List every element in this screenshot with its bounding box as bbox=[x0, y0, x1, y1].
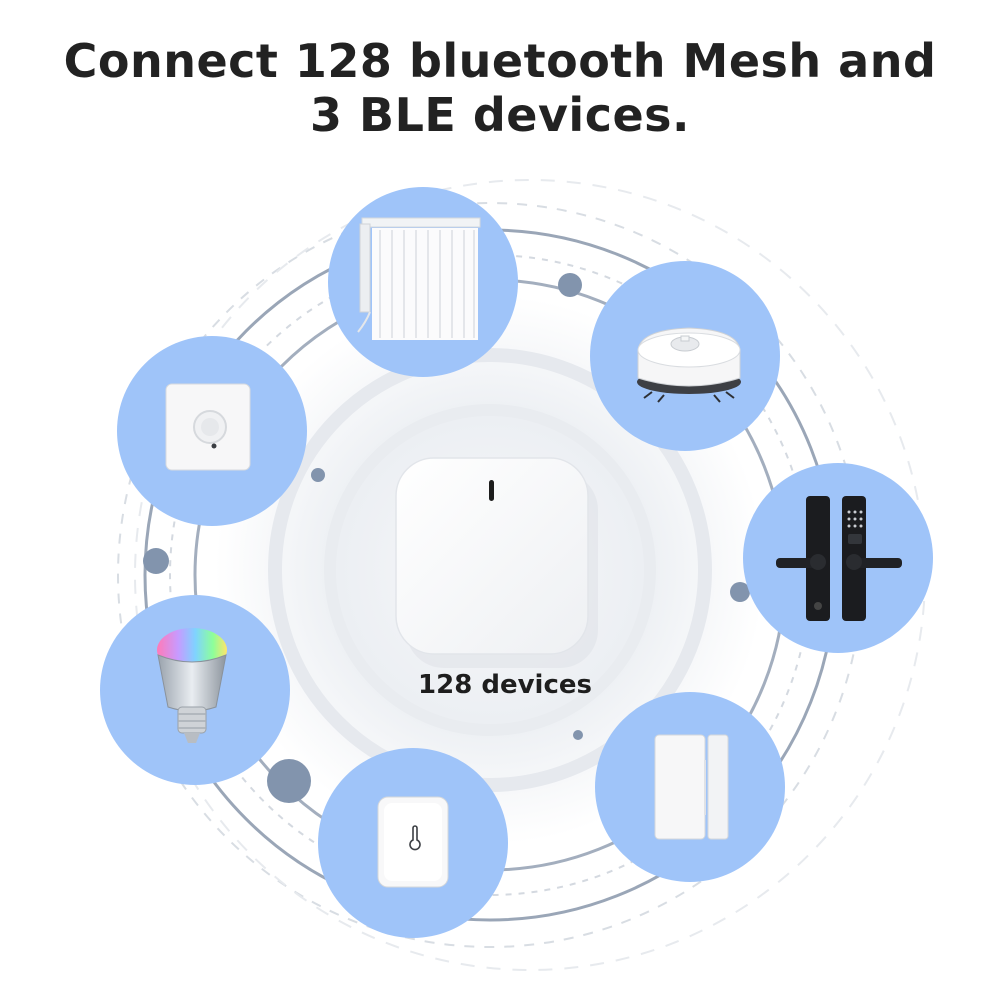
inner-ring-2 bbox=[324, 404, 656, 736]
rgb-smart-bulb-icon bbox=[157, 628, 227, 743]
hub-led bbox=[489, 480, 494, 501]
node-dot bbox=[573, 730, 583, 740]
device-circle bbox=[743, 463, 933, 653]
inner-ring-1 bbox=[268, 348, 712, 792]
headline-line-2: 3 BLE devices. bbox=[309, 88, 691, 142]
door-window-sensor-icon bbox=[654, 734, 729, 840]
node-dot bbox=[730, 582, 750, 602]
hub-device-count-label: 128 devices bbox=[418, 670, 592, 700]
robot-vacuum-icon bbox=[637, 327, 741, 403]
pir-motion-sensor-icon bbox=[165, 383, 251, 471]
curtain-motor-icon bbox=[357, 217, 481, 340]
device-door-sensor bbox=[595, 692, 785, 882]
headline: Connect 128 bluetooth Mesh and 3 BLE dev… bbox=[0, 34, 1000, 142]
node-dot bbox=[311, 468, 325, 482]
temperature-sensor-icon bbox=[377, 796, 449, 888]
node-dots bbox=[143, 273, 750, 803]
gateway-hub-icon bbox=[395, 457, 598, 668]
device-temp-sensor bbox=[318, 748, 508, 938]
node-dot bbox=[143, 548, 169, 574]
node-dot bbox=[267, 759, 311, 803]
device-smart-bulb bbox=[100, 595, 290, 785]
device-curtain bbox=[328, 187, 518, 377]
headline-line-1: Connect 128 bluetooth Mesh and bbox=[63, 34, 937, 88]
smart-door-lock-icon bbox=[776, 496, 902, 621]
device-motion-sensor bbox=[117, 336, 307, 526]
device-smart-lock bbox=[743, 463, 933, 653]
node-dot bbox=[558, 273, 582, 297]
device-robot-vacuum bbox=[590, 261, 780, 451]
